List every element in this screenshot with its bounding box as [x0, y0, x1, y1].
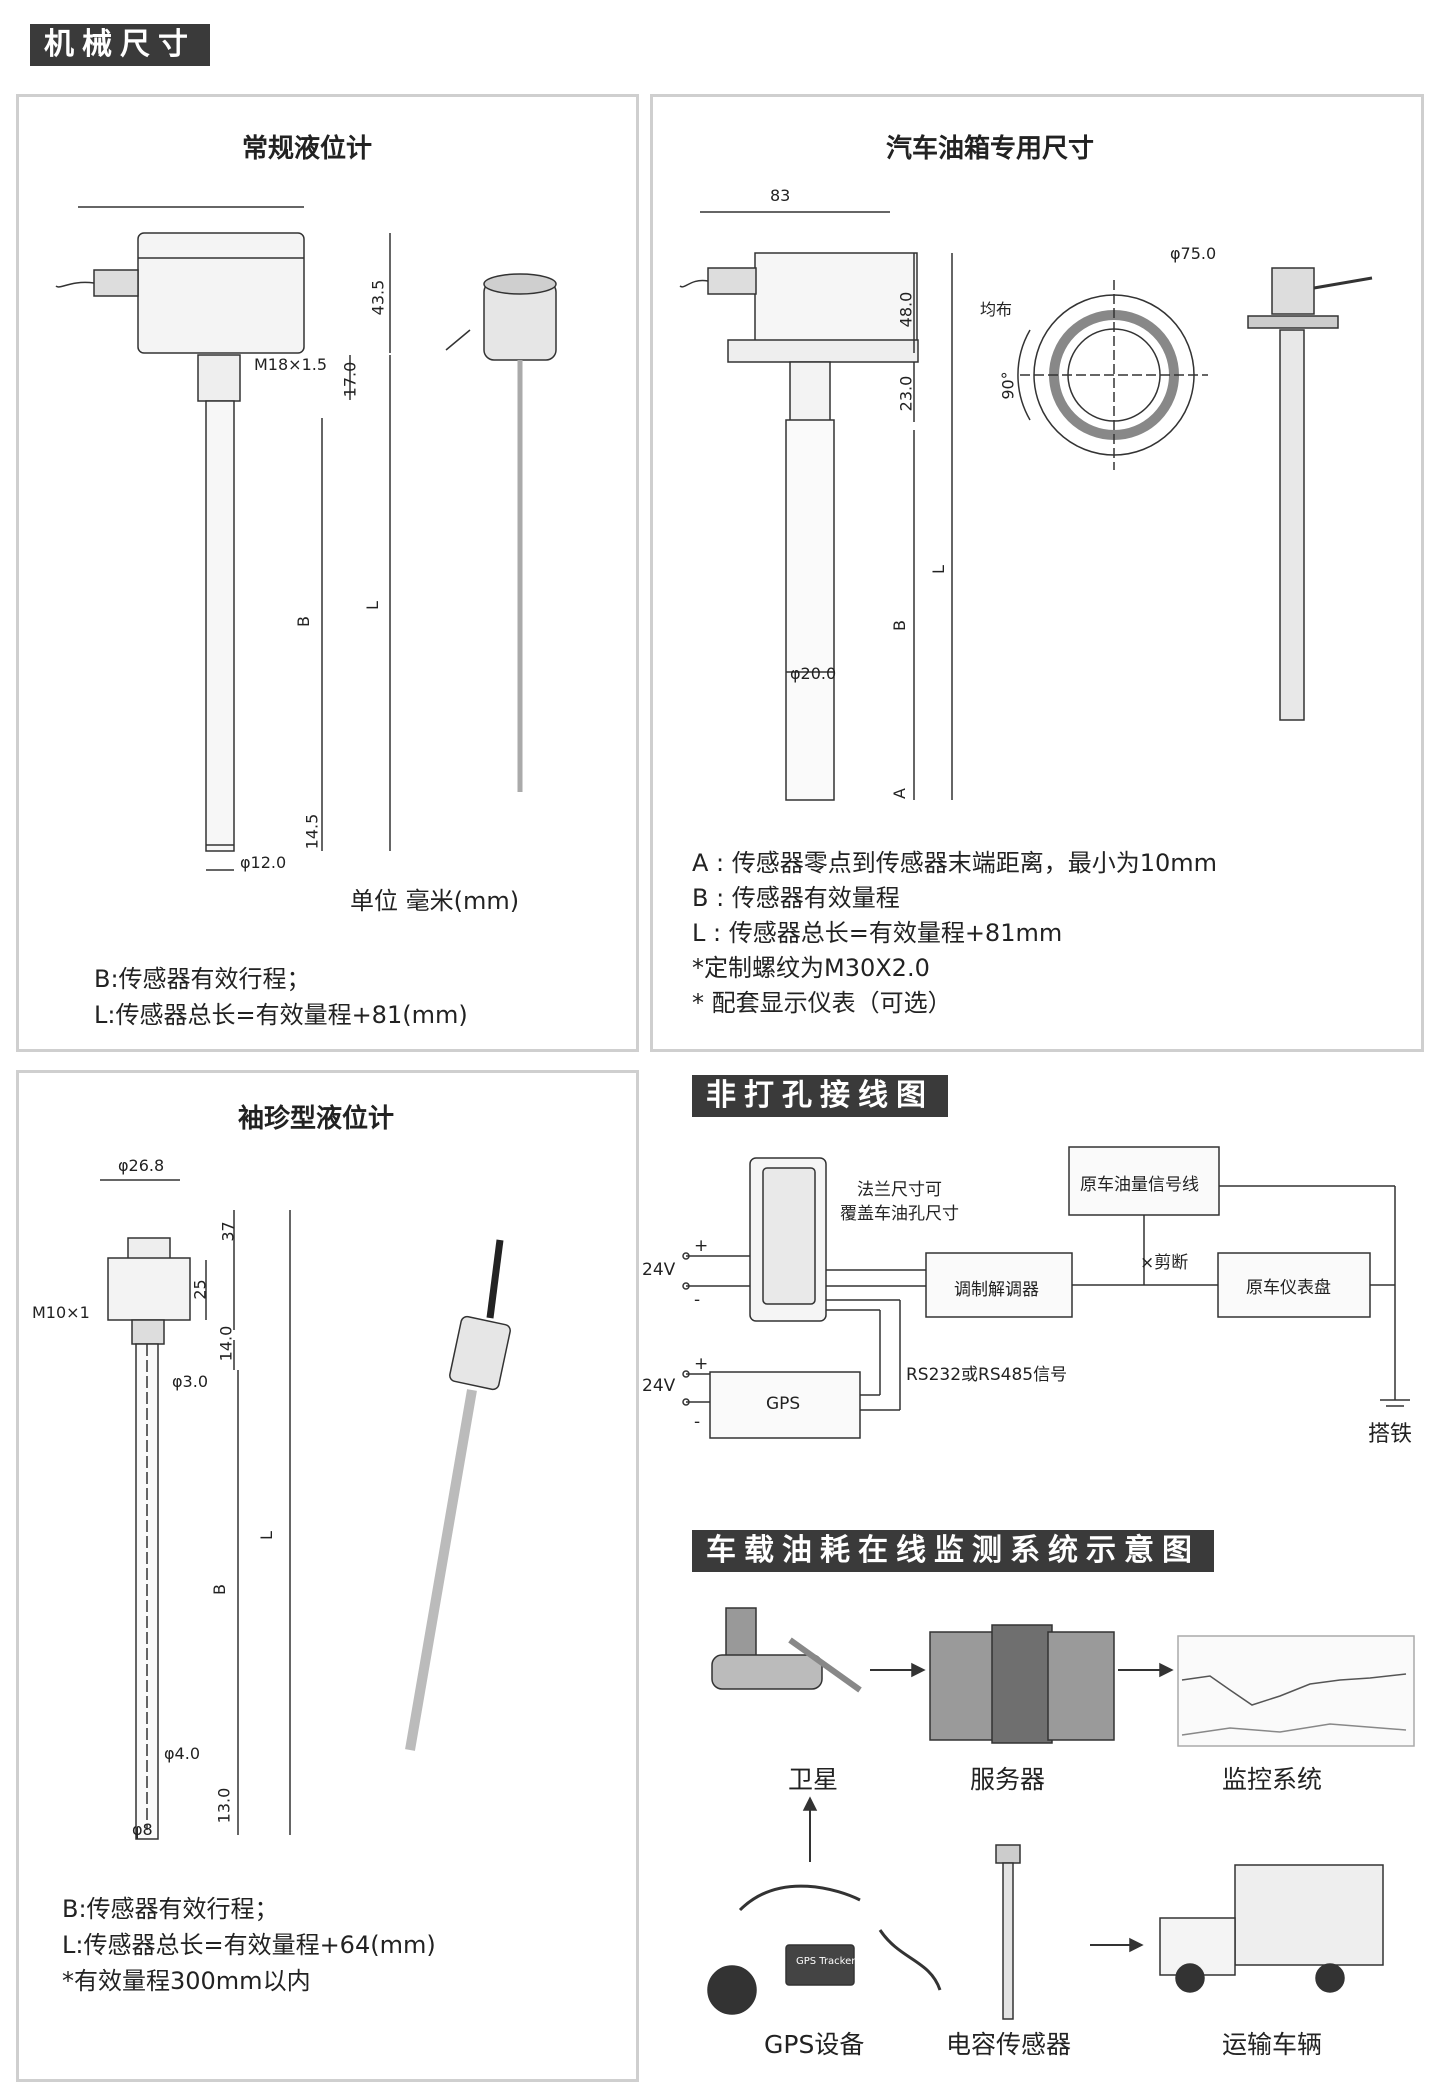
p3-dim-top: φ26.8: [118, 1156, 165, 1175]
p2-note-thread: *定制螺纹为M30X2.0: [692, 954, 930, 982]
wiring-rs-label: RS232或RS485信号: [906, 1365, 1068, 1385]
system-satellite: 卫星: [788, 1765, 839, 1794]
wiring-plus-bottom: +: [694, 1354, 709, 1374]
section-title-wiring: 非打孔接线图: [692, 1075, 948, 1117]
wiring-24v-top: 24V: [642, 1260, 676, 1280]
wiring-flange-label: 法兰尺寸可 覆盖车油孔尺寸: [840, 1180, 959, 1224]
p2-note-l: L : 传感器总长=有效量程+81mm: [692, 919, 1063, 947]
p1-unit: 单位 毫米(mm): [350, 887, 520, 915]
wiring-ground: 搭铁: [1368, 1422, 1413, 1447]
panel3-title: 袖珍型液位计: [238, 1104, 395, 1134]
system-gps-device: GPS设备: [764, 2030, 865, 2059]
panel-standard-gauge: [16, 94, 639, 1052]
p2-note-a: A : 传感器零点到传感器末端距离，最小为10mm: [692, 849, 1218, 877]
p1-head: [137, 232, 305, 354]
p3-dim-h2: 25: [190, 1279, 210, 1300]
section-title-system: 车载油耗在线监测系统示意图: [692, 1530, 1214, 1572]
p2-dim-a: A: [889, 788, 909, 799]
p2-dim-angle: 90°: [998, 371, 1018, 400]
wiring-cut-label: ×剪断: [1140, 1253, 1189, 1273]
p3-note1: B:传感器有效行程；: [62, 1895, 279, 1923]
p2-note-b: B : 传感器有效量程: [692, 884, 900, 912]
system-sensor: 电容传感器: [946, 2030, 1072, 2059]
p2-dim-even: 均布: [980, 300, 1013, 319]
p1-dim-l: L: [362, 601, 382, 610]
p3-dim-d2: φ4.0: [164, 1744, 200, 1763]
wiring-plus-top: +: [694, 1236, 709, 1256]
p1-dim-dia: φ12.0: [240, 853, 287, 872]
p3-dim-thread: M10×1: [32, 1303, 90, 1322]
p2-dim-b: B: [889, 620, 909, 631]
p1-note1: B:传感器有效行程；: [94, 965, 311, 993]
p3-dim-d3: φ8: [132, 1820, 153, 1839]
p3-note3: *有效量程300mm以内: [62, 1967, 311, 1995]
p2-dim-l: L: [928, 565, 948, 574]
p3-dim-l: L: [256, 1531, 276, 1540]
panel-vehicle-tank: [650, 94, 1424, 1052]
system-server: 服务器: [970, 1765, 1046, 1794]
p3-note2: L:传感器总长=有效量程+64(mm): [62, 1931, 436, 1959]
p3-dim-h1: 37: [218, 1221, 238, 1242]
section-title-mechanical: 机械尺寸: [30, 24, 210, 66]
panel-mini-gauge: [16, 1070, 639, 2082]
system-monitor: 监控系统: [1222, 1765, 1323, 1794]
system-tracker-label: GPS Tracker: [796, 1956, 856, 1967]
p3-dim-h4: 13.0: [214, 1787, 234, 1824]
p3-dim-h3: 14.0: [216, 1325, 236, 1362]
p1-dim-thread: M18×1.5: [254, 355, 328, 374]
p1-dim-h3: 14.5: [302, 813, 322, 850]
p1-note2: L:传感器总长=有效量程+81(mm): [94, 1001, 468, 1029]
p2-dim-h1: 48.0: [896, 291, 916, 328]
wiring-minus-bottom: -: [694, 1412, 701, 1432]
p2-dim-flange: φ75.0: [1170, 244, 1217, 263]
wiring-modem: 调制解调器: [954, 1280, 1039, 1300]
system-truck: 运输车辆: [1222, 2030, 1323, 2059]
p1-dim-b: B: [293, 616, 313, 627]
p2-note-display: * 配套显示仪表（可选）: [692, 989, 952, 1017]
wiring-orig-signal: 原车油量信号线: [1080, 1175, 1199, 1195]
p2-dim-h2: 23.0: [896, 375, 916, 412]
p1-dim-h1: 43.5: [368, 279, 388, 316]
p3-dim-b: B: [209, 1584, 229, 1595]
panel1-title: 常规液位计: [242, 134, 373, 164]
wiring-gps: GPS: [766, 1394, 801, 1414]
panel2-title: 汽车油箱专用尺寸: [886, 134, 1095, 164]
p2-dim-w: 83: [770, 186, 791, 205]
p2-dim-dia: φ20.0: [790, 664, 837, 683]
wiring-24v-bottom: 24V: [642, 1376, 676, 1396]
p1-dim-h2: 17.0: [340, 361, 360, 398]
wiring-minus-top: -: [694, 1290, 701, 1310]
p3-dim-d1: φ3.0: [172, 1372, 208, 1391]
wiring-dashboard: 原车仪表盘: [1246, 1278, 1331, 1298]
